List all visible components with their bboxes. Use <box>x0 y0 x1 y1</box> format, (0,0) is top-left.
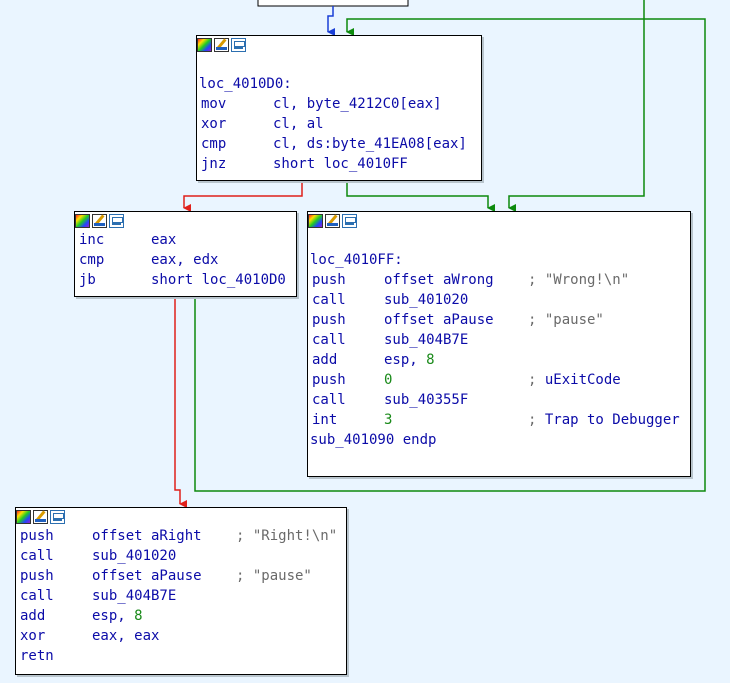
edit-node-icon[interactable] <box>33 510 48 524</box>
color-palette-icon[interactable] <box>16 510 31 524</box>
color-palette-icon[interactable] <box>308 214 323 228</box>
asm-line[interactable]: retn <box>20 648 54 664</box>
edge-unconditional <box>327 6 335 36</box>
node-header <box>197 36 481 54</box>
node-label[interactable]: loc_4010D0: <box>199 76 292 92</box>
previous-node-fragment <box>257 0 409 7</box>
edge-into-fail-block <box>508 0 645 212</box>
node-header <box>16 508 346 526</box>
graph-overview-icon[interactable] <box>50 510 65 524</box>
endp-line[interactable]: sub_401090 endp <box>310 432 437 448</box>
graph-overview-icon[interactable] <box>231 38 246 52</box>
graph-overview-icon[interactable] <box>342 214 357 228</box>
color-palette-icon[interactable] <box>75 214 90 228</box>
graph-overview-icon[interactable] <box>109 214 124 228</box>
edit-node-icon[interactable] <box>92 214 107 228</box>
color-palette-icon[interactable] <box>197 38 212 52</box>
edge-jnz-not-taken <box>183 180 303 212</box>
edge-loop-back <box>194 18 706 492</box>
node-label[interactable]: loc_4010FF: <box>310 252 403 268</box>
edge-jnz-taken <box>346 180 495 212</box>
edit-node-icon[interactable] <box>214 38 229 52</box>
edge-jb-not-taken <box>174 296 187 508</box>
edit-node-icon[interactable] <box>325 214 340 228</box>
node-header <box>75 212 296 230</box>
node-header <box>308 212 690 230</box>
